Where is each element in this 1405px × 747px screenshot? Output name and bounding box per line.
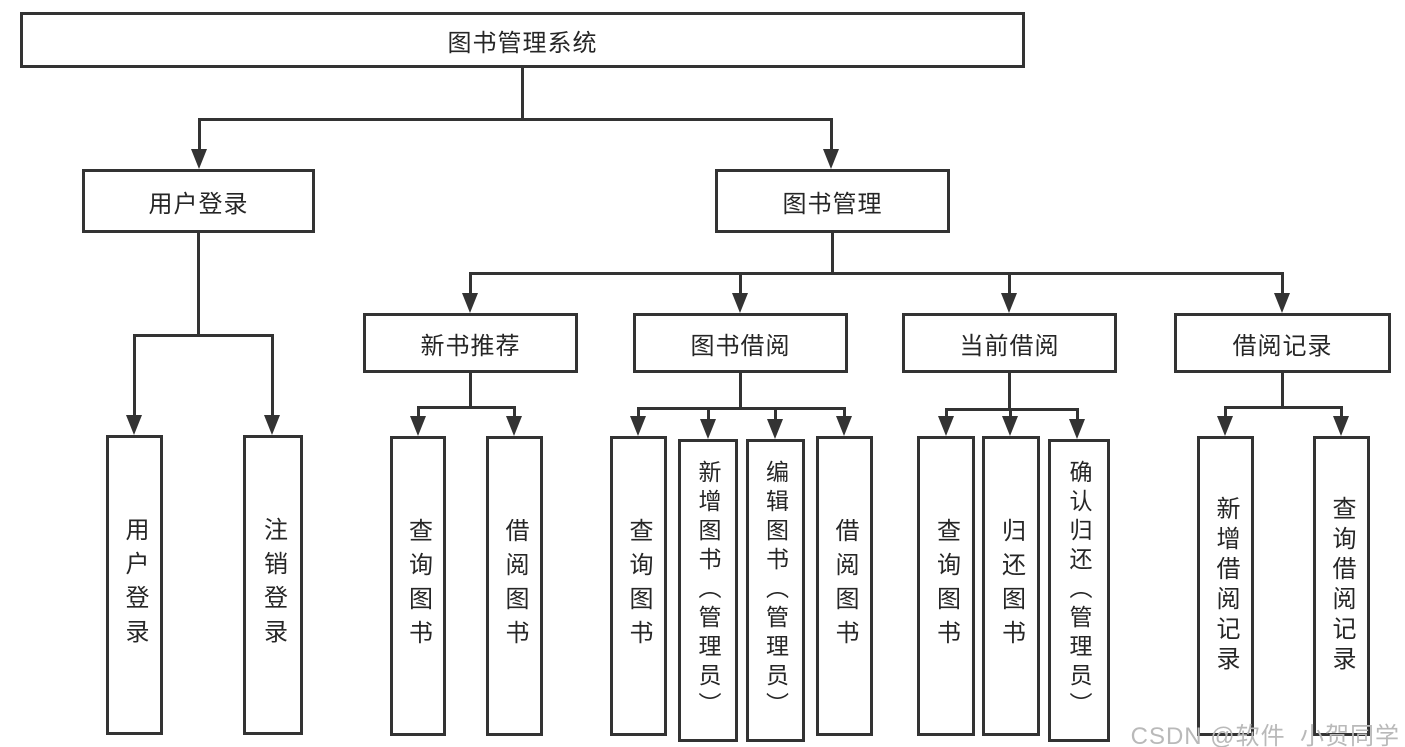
connector-line (469, 373, 472, 407)
connector-line (1009, 408, 1012, 421)
arrow-down-icon (462, 293, 478, 313)
arrow-down-icon (1001, 293, 1017, 313)
leaf-add-books-admin: 新增图书（管理员） (678, 439, 738, 742)
leaf-borrow-books-2-label: 借阅图书 (831, 518, 858, 654)
arrow-down-icon (823, 149, 839, 169)
connector-line (945, 408, 1079, 411)
connector-line (1224, 406, 1343, 409)
connector-line (1008, 373, 1011, 409)
node-new-book-recommend: 新书推荐 (363, 313, 578, 373)
leaf-add-borrow-record: 新增借阅记录 (1197, 436, 1254, 736)
leaf-borrow-books-1-label: 借阅图书 (501, 518, 528, 654)
connector-line (271, 334, 274, 420)
csdn-watermark: CSDN @软件_小贺同学 (1130, 723, 1400, 747)
leaf-edit-books-admin-label: 编辑图书（管理员） (762, 460, 789, 721)
leaf-return-books: 归还图书 (982, 436, 1040, 736)
node-user-login: 用户登录 (82, 169, 315, 233)
connector-line (417, 406, 420, 421)
arrow-down-icon (1217, 416, 1233, 436)
leaf-add-borrow-record-label: 新增借阅记录 (1212, 496, 1239, 676)
node-user-login-label: 用户登录 (148, 190, 249, 218)
leaf-query-borrow-record: 查询借阅记录 (1313, 436, 1370, 736)
arrow-down-icon (630, 416, 646, 436)
node-book-management-label: 图书管理 (782, 190, 883, 218)
connector-line (739, 373, 742, 408)
node-book-borrow: 图书借阅 (633, 313, 848, 373)
leaf-user-login: 用户登录 (106, 435, 163, 735)
connector-line (637, 407, 845, 410)
connector-line (521, 68, 524, 119)
arrow-down-icon (506, 416, 522, 436)
leaf-query-books-1: 查询图书 (390, 436, 446, 736)
connector-line (637, 407, 640, 421)
node-book-borrow-label: 图书借阅 (690, 332, 791, 360)
arrow-down-icon (1274, 293, 1290, 313)
connector-line (739, 272, 742, 298)
connector-line (1224, 406, 1227, 421)
connector-line (198, 118, 201, 154)
connector-line (1076, 408, 1079, 424)
connector-line (830, 118, 833, 154)
node-current-borrow-label: 当前借阅 (959, 332, 1060, 360)
arrow-down-icon (126, 415, 142, 435)
leaf-borrow-books-1: 借阅图书 (486, 436, 543, 736)
connector-line (1008, 272, 1011, 298)
connector-line (1281, 272, 1284, 298)
leaf-user-login-label: 用户登录 (121, 517, 148, 653)
leaf-add-books-admin-label: 新增图书（管理员） (695, 460, 721, 721)
connector-line (469, 272, 472, 298)
arrow-down-icon (1333, 416, 1349, 436)
node-root: 图书管理系统 (20, 12, 1025, 68)
node-new-book-recommend-label: 新书推荐 (420, 332, 521, 360)
arrow-down-icon (191, 149, 207, 169)
connector-line (469, 272, 1284, 275)
leaf-borrow-books-2: 借阅图书 (816, 436, 873, 736)
node-book-management: 图书管理 (715, 169, 950, 233)
arrow-down-icon (938, 416, 954, 436)
leaf-logout: 注销登录 (243, 435, 303, 735)
arrow-down-icon (1002, 416, 1018, 436)
connector-line (707, 407, 710, 424)
node-borrow-record-label: 借阅记录 (1232, 332, 1333, 360)
leaf-return-books-label: 归还图书 (997, 518, 1025, 654)
leaf-logout-label: 注销登录 (259, 517, 287, 653)
connector-line (198, 118, 833, 121)
connector-line (133, 334, 136, 420)
connector-line (133, 334, 274, 337)
arrow-down-icon (732, 293, 748, 313)
leaf-confirm-return-admin: 确认归还（管理员） (1048, 439, 1110, 742)
connector-line (1340, 406, 1343, 421)
node-current-borrow: 当前借阅 (902, 313, 1117, 373)
connector-line (774, 407, 777, 424)
leaf-query-books-3: 查询图书 (917, 436, 975, 736)
leaf-query-borrow-record-label: 查询借阅记录 (1328, 496, 1355, 676)
leaf-edit-books-admin: 编辑图书（管理员） (746, 439, 805, 742)
leaf-confirm-return-admin-label: 确认归还（管理员） (1066, 460, 1092, 721)
connector-line (197, 233, 200, 335)
connector-line (1281, 373, 1284, 407)
leaf-query-books-3-label: 查询图书 (932, 518, 960, 654)
connector-line (843, 407, 846, 421)
leaf-query-books-1-label: 查询图书 (404, 518, 432, 654)
arrow-down-icon (1069, 419, 1085, 439)
arrow-down-icon (700, 419, 716, 439)
arrow-down-icon (264, 415, 280, 435)
connector-line (831, 233, 834, 273)
connector-line (945, 408, 948, 421)
arrow-down-icon (836, 416, 852, 436)
connector-line (513, 406, 516, 421)
arrow-down-icon (410, 416, 426, 436)
node-root-label: 图书管理系统 (447, 29, 598, 57)
connector-line (417, 406, 516, 409)
leaf-query-books-2: 查询图书 (610, 436, 667, 736)
leaf-query-books-2-label: 查询图书 (625, 518, 652, 654)
node-borrow-record: 借阅记录 (1174, 313, 1391, 373)
arrow-down-icon (767, 419, 783, 439)
